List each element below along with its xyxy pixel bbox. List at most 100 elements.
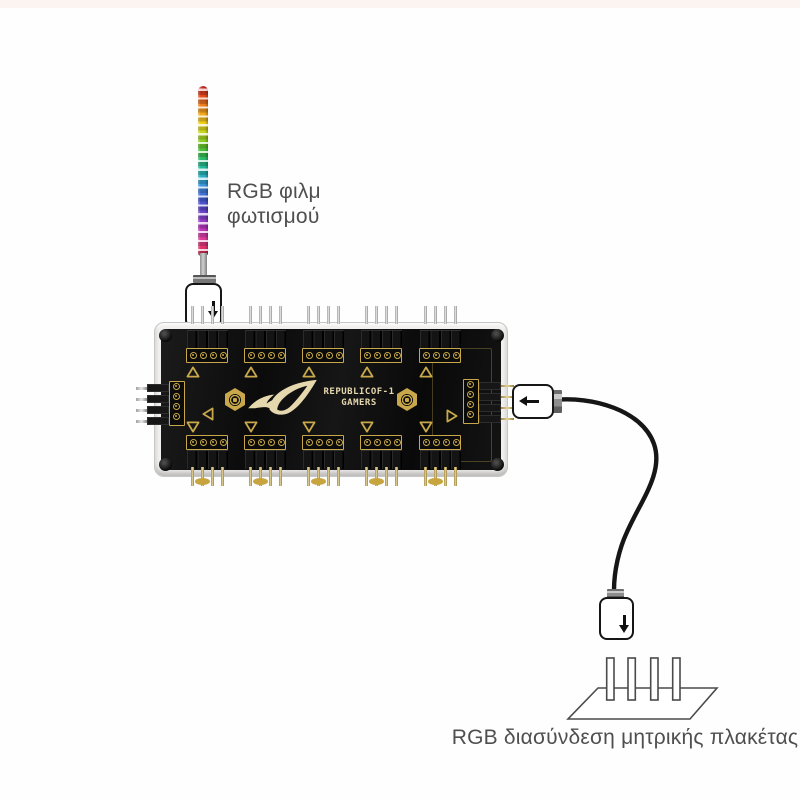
- contact-pad: [268, 438, 275, 446]
- direction-triangle-icon: [419, 366, 433, 378]
- contact-pad: [443, 438, 450, 446]
- contact-pad: [453, 351, 460, 359]
- header-pin: [316, 467, 320, 486]
- header-housing: [147, 417, 169, 425]
- header-pad-row: [360, 435, 402, 450]
- header-pin: [627, 657, 637, 701]
- header-pin: [394, 467, 398, 486]
- header-pin: [423, 306, 427, 324]
- header-pin: [453, 467, 457, 486]
- contact-pad: [394, 351, 401, 359]
- header-pin: [278, 306, 282, 324]
- header-pad-row: [186, 348, 228, 363]
- contact-pad: [220, 351, 227, 359]
- header-pin: [210, 467, 214, 486]
- header-pin: [220, 467, 224, 486]
- header-pad-row: [244, 435, 286, 450]
- header-pin: [220, 306, 224, 324]
- header-housing: [360, 450, 402, 469]
- header-housing: [360, 330, 402, 349]
- header-pin: [248, 467, 252, 486]
- header-pin: [268, 467, 272, 486]
- solder-pad-oval: [253, 478, 268, 485]
- header-pin: [268, 306, 272, 324]
- hex-standoff: [397, 388, 417, 411]
- contact-pad: [384, 438, 391, 446]
- contact-pad: [248, 351, 255, 359]
- direction-triangle-icon: [419, 421, 433, 433]
- header-housing: [302, 330, 344, 349]
- direction-triangle-icon: [446, 409, 458, 423]
- corner-screw: [158, 457, 172, 471]
- contact-pad: [443, 351, 450, 359]
- header-pin: [316, 306, 320, 324]
- contact-pad: [336, 351, 343, 359]
- header-pin: [326, 306, 330, 324]
- header-pin: [374, 467, 378, 486]
- strip-label-line2: φωτισμού: [227, 205, 320, 228]
- header-housing: [419, 330, 461, 349]
- header-pad-row: [169, 381, 185, 426]
- header-pad-row: [360, 348, 402, 363]
- header-housing: [419, 450, 461, 469]
- header-pin: [443, 306, 447, 324]
- contact-pad: [258, 438, 265, 446]
- header-pin: [326, 467, 330, 486]
- contact-pad: [433, 438, 440, 446]
- contact-pad: [258, 351, 265, 359]
- header-pin: [394, 306, 398, 324]
- header-pin: [336, 306, 340, 324]
- contact-pad: [210, 351, 217, 359]
- contact-pad: [364, 438, 371, 446]
- header-housing: [302, 450, 344, 469]
- direction-triangle-icon: [302, 366, 316, 378]
- header-pin: [671, 657, 681, 701]
- contact-pad: [374, 351, 381, 359]
- contact-pad: [466, 381, 474, 388]
- contact-pad: [433, 351, 440, 359]
- header-pad-row: [302, 435, 344, 450]
- contact-pad: [172, 403, 180, 410]
- header-housing: [186, 330, 228, 349]
- contact-pad: [326, 438, 333, 446]
- brand-line2: GAMERS: [341, 398, 377, 408]
- header-housing: [479, 415, 501, 423]
- strip-cable-stem: [200, 253, 207, 277]
- contact-pad: [466, 391, 474, 398]
- header-pin: [649, 657, 659, 701]
- header-pin: [258, 467, 262, 486]
- header-pin: [200, 306, 204, 324]
- contact-pad: [466, 411, 474, 418]
- contact-pad: [190, 438, 197, 446]
- contact-pad: [190, 351, 197, 359]
- contact-pad: [423, 351, 430, 359]
- header-pin: [306, 306, 310, 324]
- header-pin: [136, 408, 147, 412]
- direction-triangle-icon: [360, 366, 374, 378]
- header-pin: [501, 395, 514, 399]
- contact-pad: [423, 438, 430, 446]
- header-housing: [186, 450, 228, 469]
- rgb-hub-board: REPUBLICOF-1 GAMERS: [136, 306, 514, 486]
- header-pin: [364, 306, 368, 324]
- header-pin: [210, 306, 214, 324]
- solder-pad-oval: [369, 478, 384, 485]
- corner-screw: [490, 328, 504, 342]
- header-pin: [364, 467, 368, 486]
- contact-pad: [210, 438, 217, 446]
- header-housing: [479, 393, 501, 401]
- header-pin: [248, 306, 252, 324]
- contact-pad: [172, 413, 180, 420]
- direction-triangle-icon: [244, 421, 258, 433]
- brand-line1: REPUBLICOF-1: [323, 387, 395, 397]
- header-pin: [336, 467, 340, 486]
- header-pin: [605, 657, 615, 701]
- header-housing: [147, 395, 169, 403]
- arrow-down-head: [618, 625, 629, 633]
- direction-triangle-icon: [302, 421, 316, 433]
- led-segments: [198, 86, 208, 256]
- header-housing: [244, 330, 286, 349]
- header-housing: [147, 406, 169, 414]
